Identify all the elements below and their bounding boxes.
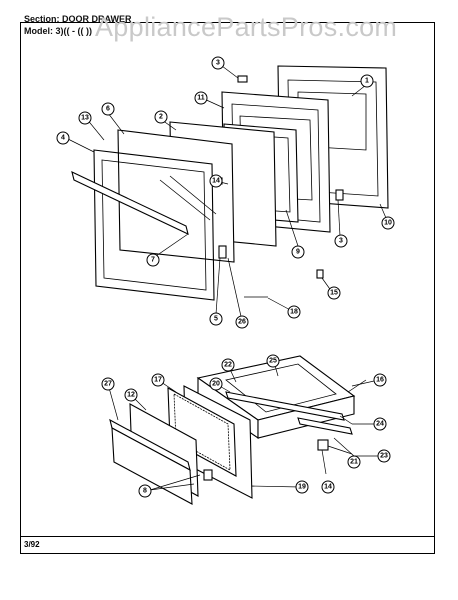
callout-13: 13	[78, 111, 92, 125]
callout-16: 16	[373, 373, 387, 387]
side-trim	[218, 245, 227, 259]
svg-text:6: 6	[106, 106, 110, 113]
callout-14: 14	[209, 174, 223, 188]
svg-text:12: 12	[127, 392, 135, 399]
callout-8: 8	[138, 484, 152, 498]
svg-text:15: 15	[330, 290, 338, 297]
diagram-frame	[20, 22, 435, 554]
svg-text:14: 14	[212, 178, 220, 185]
svg-text:19: 19	[298, 484, 306, 491]
callout-25: 25	[266, 354, 280, 368]
svg-text:22: 22	[224, 362, 232, 369]
callout-20: 20	[209, 377, 223, 391]
section-title: Section: DOOR DRAWER	[24, 14, 132, 24]
svg-text:3: 3	[216, 60, 220, 67]
svg-text:1: 1	[365, 78, 369, 85]
svg-text:16: 16	[376, 377, 384, 384]
callout-27: 27	[101, 377, 115, 391]
svg-text:14: 14	[324, 484, 332, 491]
leader-16	[351, 380, 375, 387]
svg-text:13: 13	[81, 115, 89, 122]
callout-17: 17	[151, 373, 165, 387]
svg-text:10: 10	[384, 220, 392, 227]
callout-2: 2	[154, 110, 168, 124]
callout-26: 26	[235, 315, 249, 329]
callout-10: 10	[381, 216, 395, 230]
svg-text:5: 5	[214, 316, 218, 323]
callout-19: 19	[295, 480, 309, 494]
callout-3b: 3	[334, 234, 348, 248]
svg-text:3: 3	[339, 238, 343, 245]
drawer-screw	[203, 469, 213, 481]
svg-text:8: 8	[143, 488, 147, 495]
svg-text:24: 24	[376, 421, 384, 428]
callout-4: 4	[56, 131, 70, 145]
hinge-clip	[237, 75, 248, 83]
model-number: Model: 3)(( - (( ))	[24, 26, 92, 36]
svg-text:2: 2	[159, 114, 163, 121]
callout-22: 22	[221, 358, 235, 372]
drawer-roller	[317, 439, 329, 451]
callout-24: 24	[373, 417, 387, 431]
svg-text:21: 21	[350, 459, 358, 466]
svg-text:17: 17	[154, 377, 162, 384]
date-code: 3/92	[24, 540, 40, 549]
callout-3: 3	[211, 56, 225, 70]
svg-text:20: 20	[212, 381, 220, 388]
footer-divider	[20, 536, 435, 537]
svg-text:25: 25	[269, 358, 277, 365]
watermark: AppliancePartsPros.com	[95, 12, 398, 42]
callout-12: 12	[124, 388, 138, 402]
callout-21: 21	[347, 455, 361, 469]
callout-11: 11	[194, 91, 208, 105]
callout-6: 6	[101, 102, 115, 116]
drawer-rail	[225, 391, 345, 421]
svg-text:18: 18	[290, 309, 298, 316]
hinge-bracket	[335, 189, 344, 201]
callout-1: 1	[360, 74, 374, 88]
svg-text:27: 27	[104, 381, 112, 388]
callout-14b: 14	[321, 480, 335, 494]
door-frame	[93, 149, 215, 301]
callout-5: 5	[209, 312, 223, 326]
svg-text:9: 9	[296, 249, 300, 256]
svg-text:4: 4	[61, 135, 65, 142]
callout-9: 9	[291, 245, 305, 259]
callout-23: 23	[377, 449, 391, 463]
drawer-rail	[297, 417, 353, 435]
callout-18: 18	[287, 305, 301, 319]
callout-15: 15	[327, 286, 341, 300]
svg-text:7: 7	[151, 257, 155, 264]
svg-text:23: 23	[380, 453, 388, 460]
callout-7: 7	[146, 253, 160, 267]
door-stop	[316, 269, 324, 279]
svg-text:11: 11	[197, 95, 205, 102]
drawer-insulation	[167, 387, 237, 477]
svg-text:26: 26	[238, 319, 246, 326]
